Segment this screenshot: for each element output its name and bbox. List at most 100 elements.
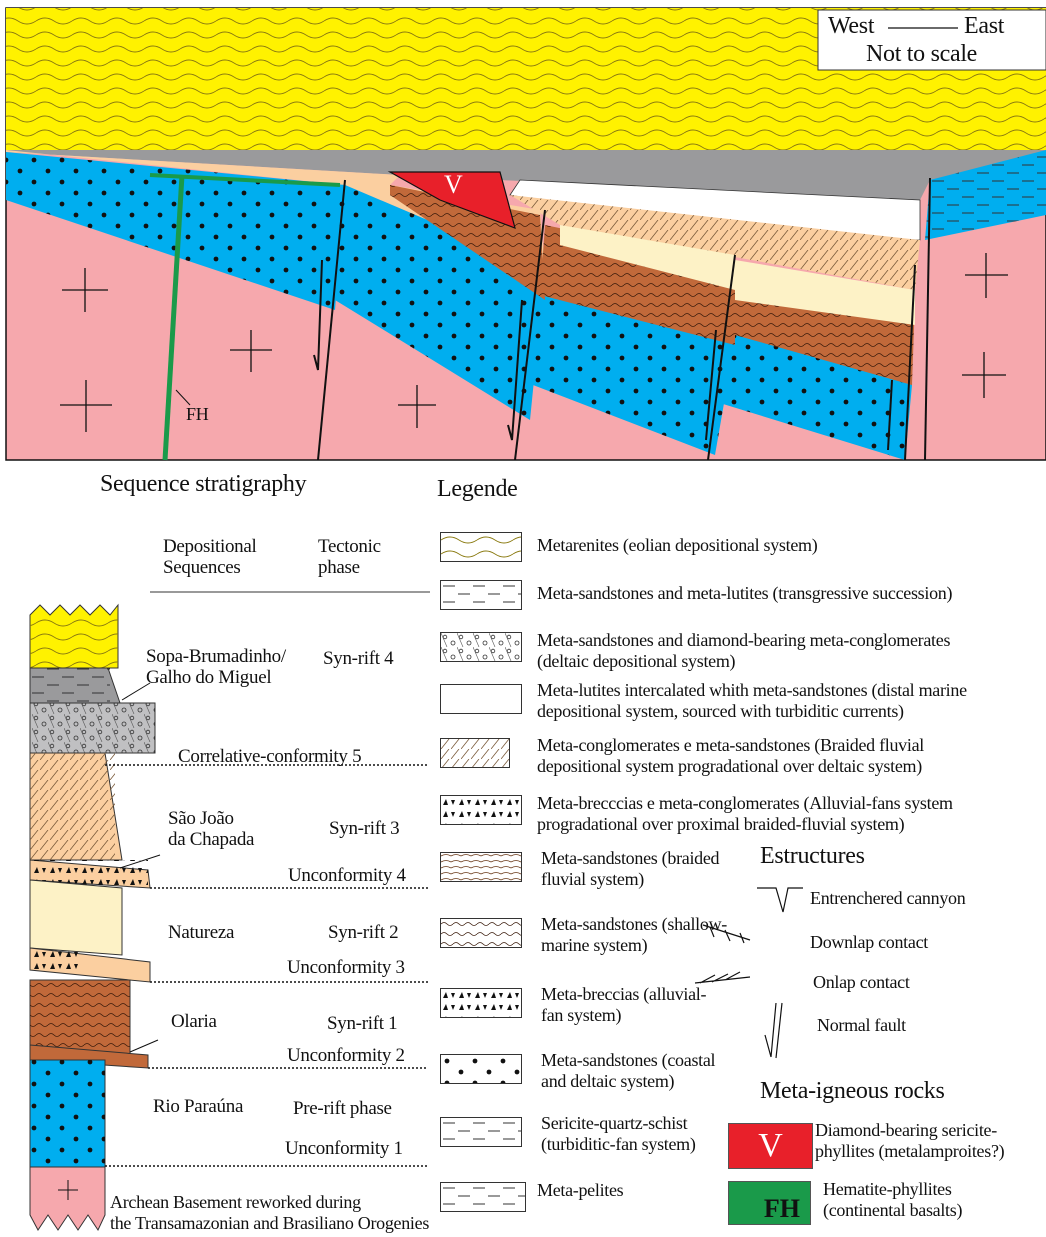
legend-swatch-metarenites [440, 532, 522, 562]
basement-l2: the Transamazonian and Brasiliano Orogen… [110, 1213, 430, 1233]
structures-title: Estructures [760, 843, 865, 869]
legend-swatch-meta-breccias [440, 988, 522, 1018]
boundary-label: Correlative-conformity 5 [178, 746, 362, 767]
legend-text-l1: Meta-brecccias e meta-conglomerates (All… [537, 793, 953, 813]
legend-text-l1: Meta-pelites [537, 1180, 624, 1200]
mi-l2: phyllites (metalamproites?) [815, 1141, 1005, 1161]
legend-item-alluvial-fans: Meta-brecccias e meta-conglomerates (All… [537, 793, 953, 835]
tectonic-phase: Syn-rift 2 [328, 922, 399, 943]
legend-item-metarenites: Metarenites (eolian depositional system) [537, 535, 818, 556]
tectonic-phase: Syn-rift 4 [323, 648, 394, 669]
tectonic-phase: Pre-rift phase [293, 1098, 392, 1119]
sequence-name: Rio Paraúna [153, 1096, 244, 1117]
legend-item-meta-breccias: Meta-breccias (alluvial-fan system) [541, 984, 707, 1026]
structure-downlap: Downlap contact [810, 932, 928, 952]
legend-text-l1: Meta-conglomerates e meta-sandstones (Br… [537, 735, 924, 755]
legend-swatch-braided-fluvial [440, 852, 522, 882]
basement-l1: Archean Basement reworked during [110, 1192, 361, 1212]
sequence-stratigraphy-title: Sequence stratigraphy [100, 471, 307, 497]
mi-l2: (continental basalts) [823, 1200, 963, 1220]
seq-l1: São João [168, 808, 234, 829]
meta-igneous-item: Diamond-bearing sericite-phyllites (meta… [815, 1120, 1005, 1162]
legend-swatch-coastal-deltaic [440, 1054, 522, 1084]
boundary-label: Unconformity 4 [288, 865, 406, 886]
sequence-name: Olaria [171, 1011, 217, 1032]
structure-symbols [694, 887, 803, 1059]
legend-text-l2: fluvial system) [541, 869, 644, 889]
header-sequences-l2: Sequences [163, 557, 241, 578]
header-sequences-l1: Depositional [163, 536, 257, 557]
boundary-label: Unconformity 1 [285, 1138, 403, 1159]
header-phase-l1: Tectonic [318, 536, 381, 557]
basement-cross-marks [60, 253, 1008, 432]
legend-item-transgressive: Meta-sandstones and meta-lutites (transg… [537, 583, 952, 604]
legend-swatch-meta-pelites [440, 1182, 526, 1212]
legend-text-l2: and deltaic system) [541, 1071, 675, 1091]
legend-text-l2: (deltaic depositional system) [537, 651, 736, 671]
legend-swatch-alluvial-fans [440, 795, 522, 825]
seq-l2: Galho do Miguel [146, 667, 272, 688]
metalamproite-swatch: V [728, 1123, 813, 1169]
boundary-label: Unconformity 2 [287, 1045, 405, 1066]
mi-l1: Diamond-bearing sericite- [815, 1120, 997, 1140]
legend-text-l1: Meta-sandstones and meta-lutites (transg… [537, 583, 953, 603]
legend-text-l1: Meta-sandstones (shallow- [541, 914, 727, 934]
legend-text-l2: (turbiditic-fan system) [541, 1134, 696, 1154]
sequence-name: Natureza [168, 922, 235, 943]
legend-text-l2: marine system) [541, 935, 648, 955]
stratigraphic-column [29, 591, 430, 1232]
legend-swatch-distal-marine [440, 684, 522, 714]
seq-l2: da Chapada [168, 829, 255, 850]
fh-label: FH [186, 404, 209, 424]
legend-item-deltaic: Meta-sandstones and diamond-bearing meta… [537, 630, 950, 672]
legend-text-l2: depositional system, sourced with turbid… [537, 701, 904, 721]
legend-item-sericite-schist: Sericite-quartz-schist(turbiditic-fan sy… [541, 1113, 696, 1155]
legend-item-shallow-marine: Meta-sandstones (shallow-marine system) [541, 914, 727, 956]
legend-text-l1: Meta-lutites intercalated whith meta-san… [537, 680, 967, 700]
legend-swatch-sericite-schist [440, 1117, 522, 1147]
v-label: V [444, 170, 463, 199]
legend-text-l2: fan system) [541, 1005, 622, 1025]
legend-title: Legende [437, 476, 518, 502]
legend-text-l1: Meta-sandstones (coastal [541, 1050, 716, 1070]
sequence-name: Sopa-Brumadinho/Galho do Miguel [146, 646, 286, 688]
cross-section [5, 7, 1046, 461]
legend-swatch-deltaic [440, 632, 522, 662]
legend-swatch-shallow-marine [440, 918, 522, 948]
legend-swatch-braided-deltaic [440, 738, 510, 768]
meta-igneous-item: Hematite-phyllites(continental basalts) [823, 1179, 962, 1221]
meta-igneous-title: Meta-igneous rocks [760, 1078, 945, 1104]
west-label: West [828, 13, 875, 39]
tectonic-phase: Syn-rift 1 [327, 1013, 398, 1034]
metalamproite-body [387, 171, 516, 229]
legend-item-distal-marine: Meta-lutites intercalated whith meta-san… [537, 680, 967, 722]
structure-normal-fault: Normal fault [817, 1015, 906, 1035]
mi-l1: Hematite-phyllites [823, 1179, 952, 1199]
legend-text-l2: depositional system progradational over … [537, 756, 922, 776]
east-label: East [964, 13, 1005, 39]
scale-note: Not to scale [866, 41, 978, 67]
structure-onlap: Onlap contact [813, 972, 910, 992]
boundary-label: Unconformity 3 [287, 957, 405, 978]
legend-text-l1: Metarenites (eolian depositional system) [537, 535, 818, 555]
hematite-phyllite-swatch: FH [728, 1181, 811, 1225]
legend-item-meta-pelites: Meta-pelites [537, 1180, 624, 1201]
normal-faults [313, 177, 931, 461]
legend-text-l1: Meta-sandstones and diamond-bearing meta… [537, 630, 951, 650]
header-phase-l2: phase [318, 557, 360, 578]
legend-text-l1: Meta-sandstones (braided [541, 848, 720, 868]
tectonic-phase: Syn-rift 3 [329, 818, 400, 839]
legend-item-braided-deltaic: Meta-conglomerates e meta-sandstones (Br… [537, 735, 924, 777]
legend-swatch-transgressive [440, 580, 522, 610]
legend-text-l2: progradational over proximal braided-flu… [537, 814, 905, 834]
legend-text-l1: Sericite-quartz-schist [541, 1113, 688, 1133]
legend-text-l1: Meta-breccias (alluvial- [541, 984, 707, 1004]
